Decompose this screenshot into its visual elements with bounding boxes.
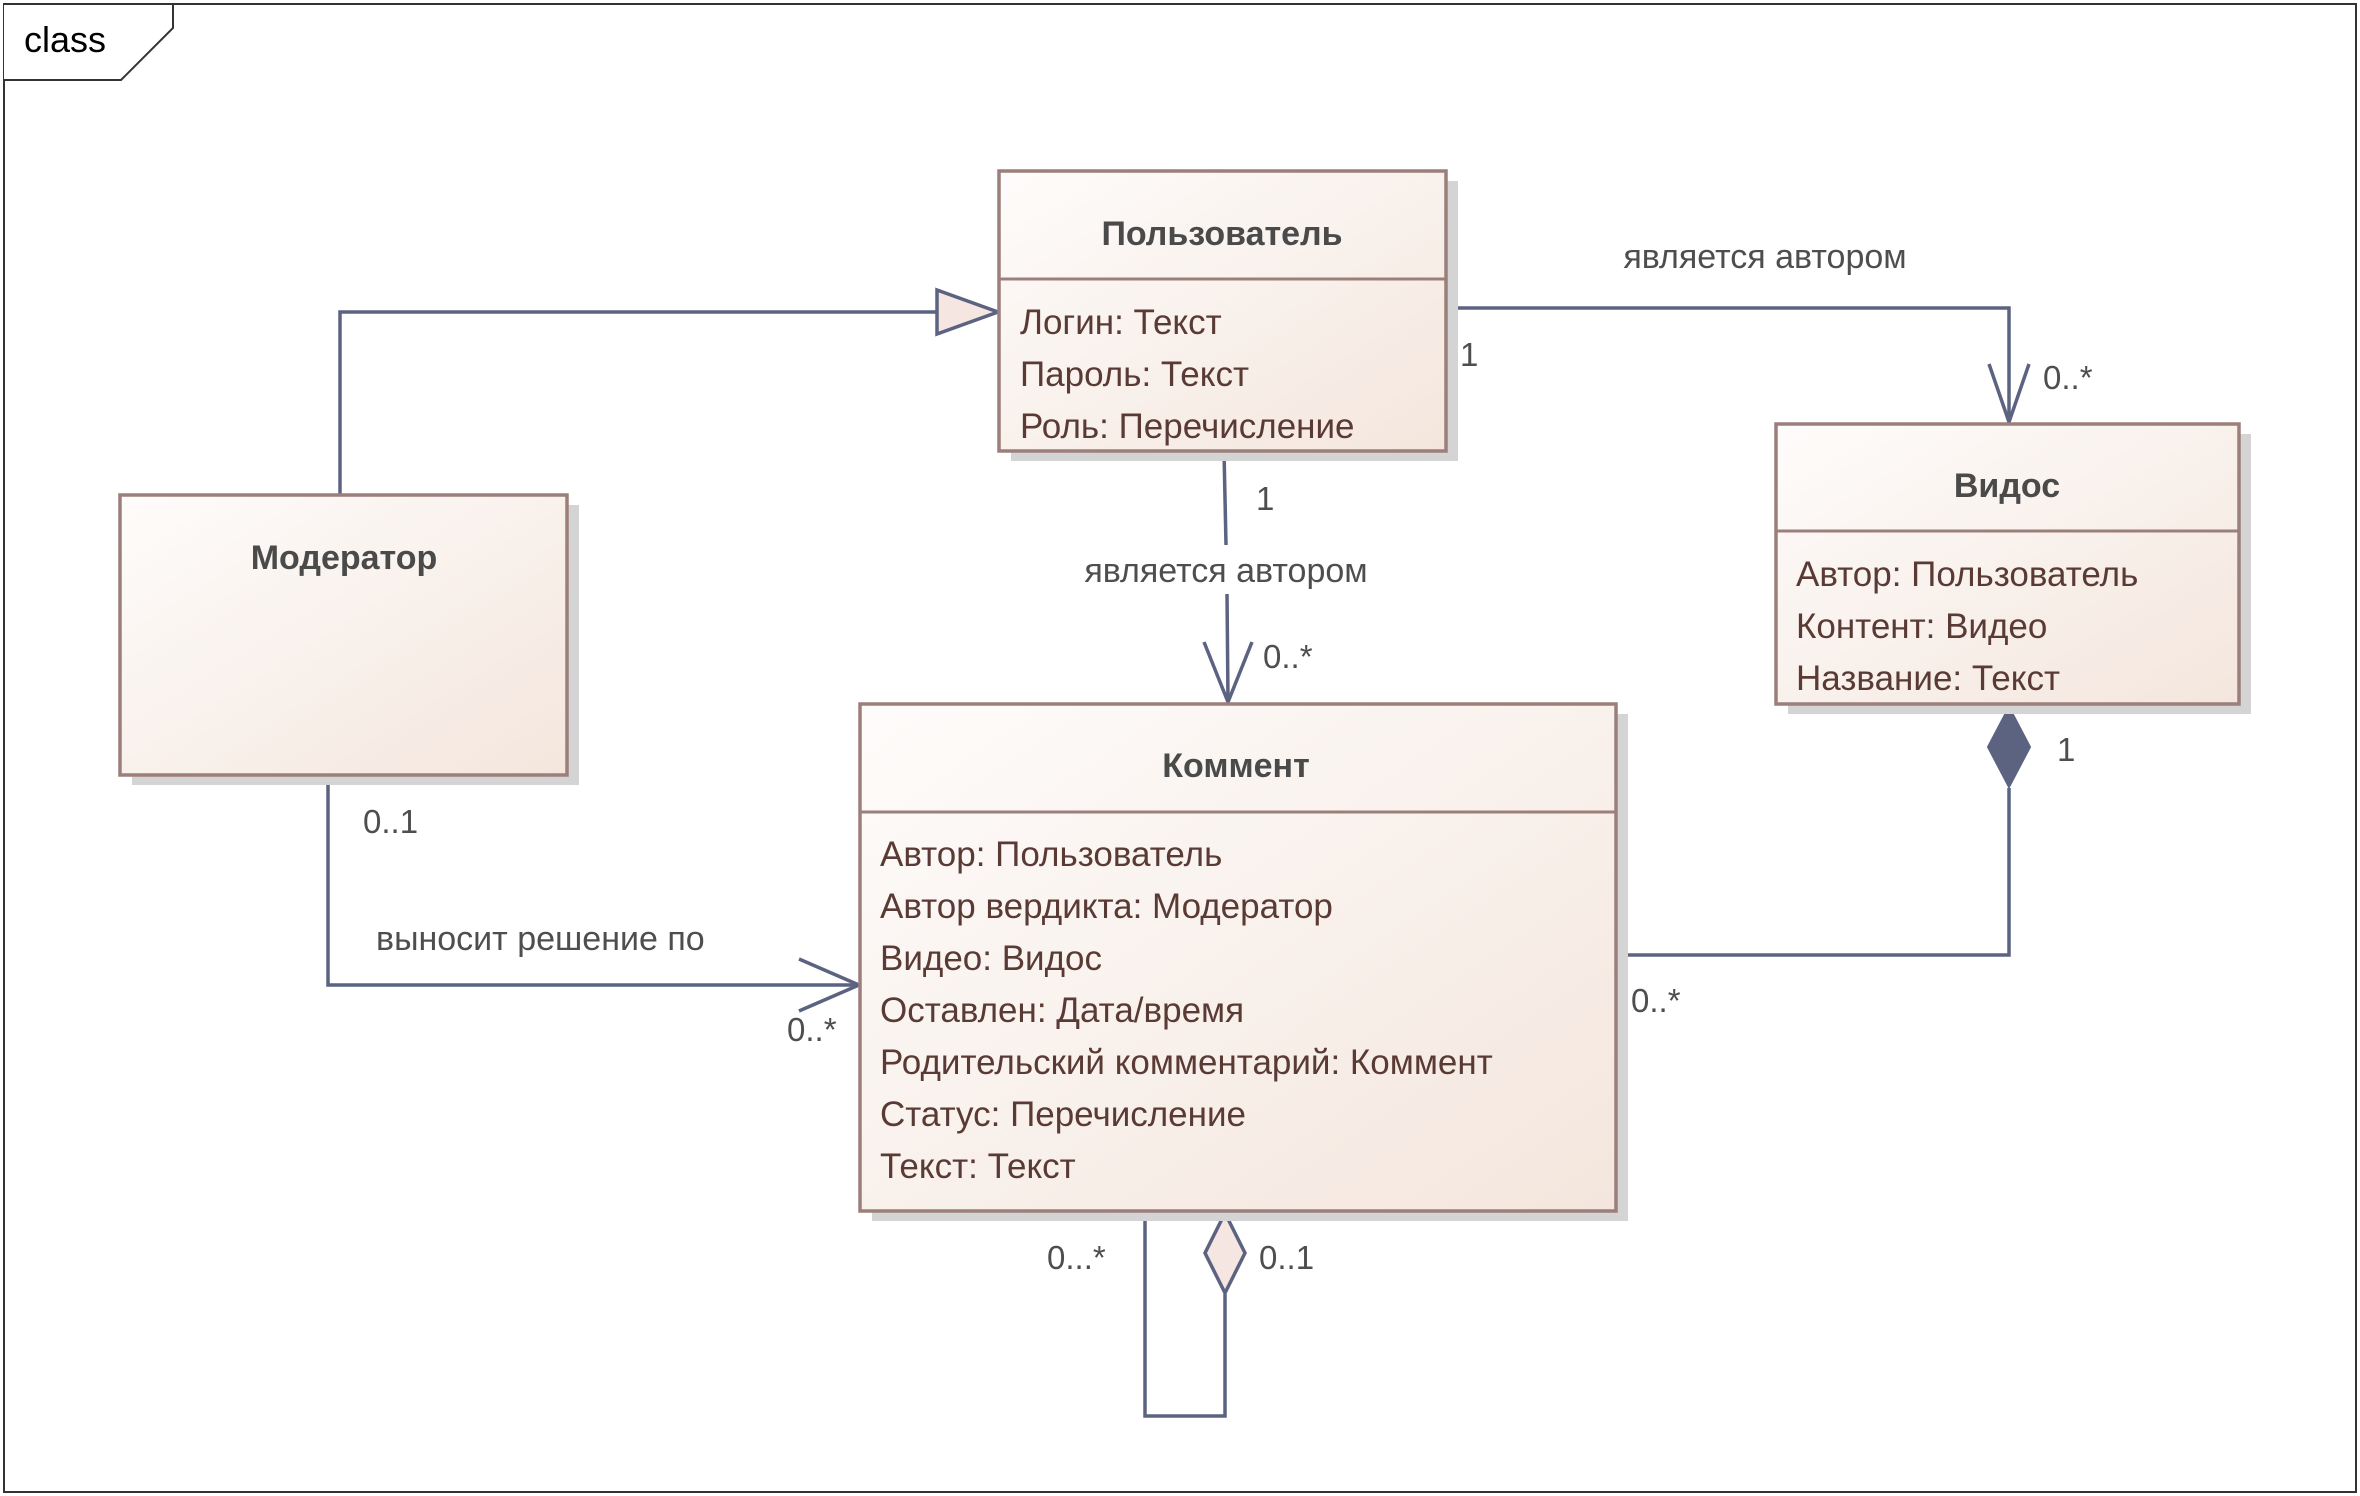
multiplicity-video-comment-target: 0..* [1631,982,1681,1019]
class-comment-attribute: Автор вердикта: Модератор [880,887,1333,926]
aggregation-diamond-icon [1203,1209,1247,1297]
multiplicity-user-video-target: 0..* [2043,359,2093,396]
open-arrowhead-icon [1987,363,2031,428]
generalization-arrowhead-icon [935,287,1004,337]
class-video-name: Видос [1954,467,2060,505]
multiplicity-moderator-comment-target: 0..* [787,1011,837,1048]
class-comment-attribute: Текст: Текст [880,1147,1076,1186]
class-comment-name: Коммент [1162,747,1309,785]
multiplicity-comment-self-source: 0...* [1047,1239,1106,1276]
multiplicity-user-comment-source: 1 [1256,480,1274,517]
class-comment-attribute: Родительский комментарий: Коммент [880,1043,1493,1082]
edge-moderator-user-generalization [338,287,1004,495]
class-comment-attribute: Видео: Видос [880,939,1102,978]
class-video-attribute: Название: Текст [1796,659,2060,698]
multiplicity-comment-self-target: 0..1 [1259,1239,1314,1276]
class-comment-attribute: Статус: Перечисление [880,1095,1246,1134]
class-video-attribute: Автор: Пользователь [1796,555,2138,594]
multiplicity-moderator-comment-source: 0..1 [363,803,418,840]
class-video-attribute: Контент: Видео [1796,607,2047,646]
class-moderator[interactable]: Модератор [118,493,579,785]
relation-label-user-comment: является автором [1084,552,1367,590]
class-user-attribute: Логин: Текст [1020,303,1222,342]
edge-video-comment-composition [1617,704,2032,957]
composition-diamond-icon [1986,704,2032,790]
open-arrowhead-icon [1202,641,1254,707]
edge-user-video [1447,306,2031,428]
class-comment-attribute: Оставлен: Дата/время [880,991,1244,1030]
multiplicity-video-comment-source: 1 [2057,731,2075,768]
edges [326,287,2032,1418]
relation-label-user-video: является автором [1623,238,1906,276]
relation-labels: является автором 1 0..* является автором… [363,238,2093,1276]
class-user-attribute: Роль: Перечисление [1020,407,1355,446]
class-comment-attribute: Автор: Пользователь [880,835,1222,874]
diagram-frame: class [3,3,2357,1493]
class-comment[interactable]: Коммент Автор: Пользователь Автор вердик… [858,702,1628,1221]
multiplicity-user-comment-target: 0..* [1263,638,1313,675]
class-user-attribute: Пароль: Текст [1020,355,1249,394]
relation-label-moderator-comment: выносит решение по [376,920,705,958]
class-user-name: Пользователь [1101,215,1342,253]
class-video[interactable]: Видос Автор: Пользователь Контент: Видео… [1774,422,2251,714]
multiplicity-user-video-source: 1 [1460,336,1478,373]
edge-comment-self-aggregation [1143,1209,1247,1418]
class-user[interactable]: Пользователь Логин: Текст Пароль: Текст … [997,169,1458,461]
class-moderator-name: Модератор [251,539,438,577]
edge-user-comment [1202,450,1254,707]
frame-title: class [24,19,106,60]
